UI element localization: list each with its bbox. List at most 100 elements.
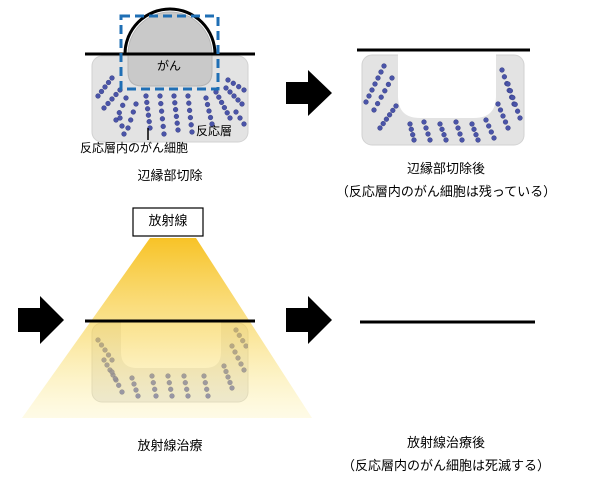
cancer-cell bbox=[473, 132, 479, 138]
cancer-cell bbox=[105, 100, 111, 107]
cancer-cell bbox=[224, 110, 230, 116]
cancer-cell bbox=[241, 87, 247, 93]
cancer-cell bbox=[495, 101, 501, 107]
cancer-cell bbox=[159, 108, 165, 114]
arrow-right-icon bbox=[18, 296, 64, 344]
step2-caption: 辺縁部切除後 bbox=[406, 162, 486, 177]
cancer-cell bbox=[372, 81, 378, 87]
cancer-cell bbox=[173, 106, 179, 113]
cancer-cell bbox=[105, 79, 112, 86]
cancer-cell bbox=[387, 112, 393, 118]
cancer-cell bbox=[453, 119, 459, 125]
cancer-cell bbox=[378, 94, 384, 100]
cancer-cell bbox=[146, 118, 152, 125]
cancer-cell bbox=[237, 115, 243, 121]
cancer-cell bbox=[159, 116, 166, 122]
resection-margin-box bbox=[119, 14, 220, 91]
cancer-cell bbox=[98, 88, 105, 95]
cancer-cell bbox=[375, 75, 381, 81]
cancer-cell bbox=[145, 112, 152, 118]
cancer-cell bbox=[380, 120, 386, 127]
cancer-cell bbox=[225, 77, 231, 83]
cancer-cell bbox=[439, 126, 445, 132]
cancer-cell bbox=[186, 100, 192, 106]
cancer-cell bbox=[216, 94, 222, 100]
cancer-cell bbox=[145, 106, 151, 112]
panel-radiation-therapy bbox=[22, 207, 312, 418]
cancer-cell bbox=[385, 81, 392, 88]
cancer-cell bbox=[172, 100, 178, 106]
cancer-cell bbox=[469, 121, 475, 127]
cancer-cell bbox=[160, 123, 166, 130]
cancer-cell bbox=[173, 113, 180, 120]
cancer-cell bbox=[187, 114, 194, 121]
cancer-cell bbox=[443, 137, 449, 143]
cancer-cell bbox=[377, 125, 383, 131]
cancer-cell bbox=[488, 129, 494, 135]
cancer-cell bbox=[393, 103, 399, 109]
cancer-cell bbox=[514, 108, 521, 114]
cancer-cell bbox=[121, 131, 127, 137]
cancer-cell bbox=[102, 84, 108, 90]
reactive-layer-label: 反応層 bbox=[196, 124, 233, 138]
tumor-mass bbox=[127, 11, 213, 87]
cancer-cell bbox=[161, 131, 167, 137]
step2-note: （反応層内のがん細胞は残っている） bbox=[335, 185, 557, 200]
cancer-cell bbox=[441, 132, 447, 138]
radiation-source-label: 放射線 bbox=[148, 214, 188, 229]
cancer-cell bbox=[113, 91, 119, 98]
tumor-outline bbox=[123, 7, 217, 55]
reactive-layer-cells bbox=[95, 75, 247, 137]
step4-note: （反応層内のがん細胞は死滅する） bbox=[341, 459, 551, 474]
cancer-cell bbox=[101, 105, 107, 111]
cancer-cell bbox=[235, 97, 241, 103]
cancer-cell bbox=[227, 89, 233, 95]
cancer-cell bbox=[171, 93, 177, 99]
cancer-cell bbox=[223, 85, 229, 91]
cancer-cell bbox=[366, 93, 372, 99]
cancer-cell bbox=[408, 126, 414, 132]
cancer-cell bbox=[120, 102, 126, 108]
cancer-cell bbox=[427, 137, 433, 143]
cells-in-layer-label: 反応層内のがん細胞 bbox=[80, 141, 189, 155]
cancer-cell bbox=[125, 125, 131, 131]
cancer-cell bbox=[123, 95, 129, 101]
cancer-cell bbox=[157, 93, 163, 99]
remaining-cancer-cells bbox=[363, 63, 523, 143]
cancer-cell bbox=[209, 121, 215, 127]
cancer-cell bbox=[459, 137, 465, 143]
cancer-cell bbox=[505, 81, 511, 87]
cancer-cell bbox=[486, 123, 492, 129]
step4-caption: 放射線治療後 bbox=[406, 436, 486, 451]
cancer-cell bbox=[383, 116, 390, 122]
arrow-right-icon bbox=[286, 296, 332, 344]
cancer-cell bbox=[499, 67, 505, 73]
cancer-cell bbox=[363, 99, 369, 105]
cancer-cell bbox=[221, 104, 228, 111]
cancer-cell bbox=[206, 108, 212, 114]
cancer-cell bbox=[119, 123, 125, 129]
cancer-cell bbox=[188, 122, 194, 128]
cancer-cell bbox=[375, 100, 381, 107]
cancer-cell bbox=[174, 120, 180, 126]
cancer-cell bbox=[505, 125, 511, 131]
cancer-cell bbox=[233, 109, 239, 115]
cancer-cell bbox=[507, 88, 514, 94]
cancer-cell bbox=[512, 101, 518, 108]
cancer-cell bbox=[231, 93, 237, 99]
cancer-cell bbox=[109, 96, 115, 102]
cancer-cell bbox=[457, 131, 463, 137]
cancer-cell bbox=[239, 101, 245, 107]
cancer-cell bbox=[207, 114, 214, 121]
cancer-cell bbox=[236, 84, 242, 90]
cancer-cell bbox=[143, 93, 149, 99]
panel-marginal-resection bbox=[85, 7, 255, 143]
cancer-cell bbox=[497, 107, 504, 113]
cancer-cell bbox=[227, 115, 233, 121]
cancer-cell bbox=[203, 95, 209, 101]
cancer-cell bbox=[128, 117, 134, 123]
cancer-cell bbox=[517, 115, 523, 121]
cancer-cell bbox=[471, 126, 477, 132]
cancer-cell bbox=[410, 132, 416, 138]
